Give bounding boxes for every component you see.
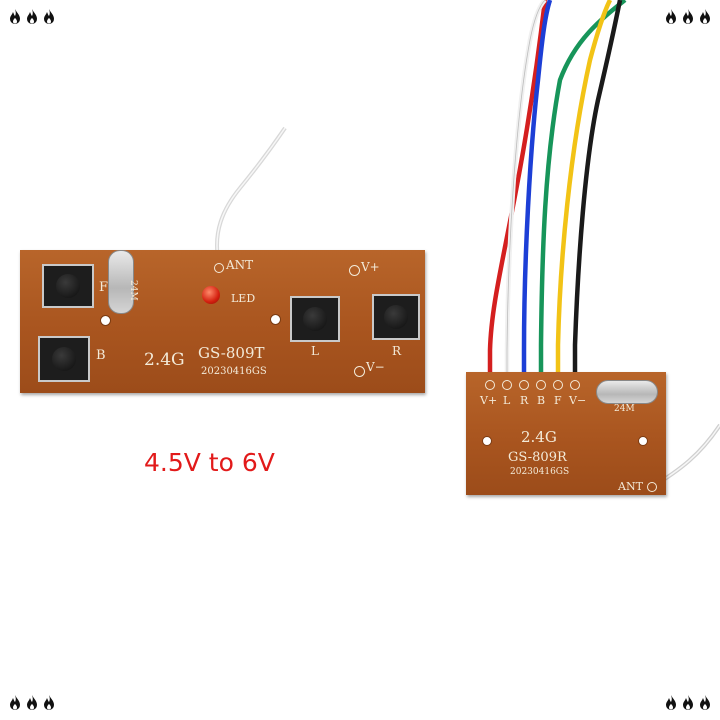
flame-icon xyxy=(666,9,676,24)
button-f-cap[interactable] xyxy=(56,274,80,298)
pin-label-r: R xyxy=(520,394,529,407)
pin-label-v-minus: V− xyxy=(569,394,587,407)
flame-icon xyxy=(44,695,54,710)
button-r[interactable] xyxy=(372,294,420,340)
transmitter-crystal xyxy=(108,250,134,314)
flame-icon xyxy=(44,9,54,24)
led-indicator xyxy=(202,286,220,304)
flame-icon xyxy=(27,9,37,24)
crystal-label: 24M xyxy=(128,280,138,301)
flame-icon xyxy=(666,695,676,710)
mounting-hole xyxy=(100,315,111,326)
button-l-cap[interactable] xyxy=(303,307,327,331)
corner-flames-top-right xyxy=(664,8,712,26)
pin-pad xyxy=(553,380,563,390)
receiver-crystal-label: 24M xyxy=(614,404,635,414)
pin-pad xyxy=(502,380,512,390)
transmitter-model: GS-809T xyxy=(198,344,265,362)
label-v-plus: V+ xyxy=(361,260,380,274)
flame-icon xyxy=(683,695,693,710)
flame-icon xyxy=(683,9,693,24)
pin-label-f: F xyxy=(554,394,562,407)
transmitter-frequency: 2.4G xyxy=(144,350,185,370)
receiver-date-code: 20230416GS xyxy=(510,467,570,477)
receiver-ant-pad xyxy=(647,482,657,492)
pin-pad xyxy=(536,380,546,390)
flame-icon xyxy=(10,695,20,710)
receiver-frequency: 2.4G xyxy=(521,428,557,446)
transmitter-board: F B 24M ANT LED V+ L R 2.4G GS-809T 2023… xyxy=(20,250,425,393)
transmitter-date-code: 20230416GS xyxy=(201,366,267,377)
flame-icon xyxy=(700,695,710,710)
label-l: L xyxy=(311,344,319,358)
ant-pad xyxy=(214,263,224,273)
v-minus-pad xyxy=(354,366,365,377)
corner-flames-top-left xyxy=(8,8,56,26)
transmitter-antenna-wire xyxy=(215,126,287,259)
pin-label-v-plus: V+ xyxy=(480,394,498,407)
label-b: B xyxy=(96,348,106,363)
pin-label-l: L xyxy=(503,394,511,407)
pin-pad xyxy=(519,380,529,390)
pin-pad xyxy=(485,380,495,390)
flame-icon xyxy=(700,9,710,24)
label-ant: ANT xyxy=(226,258,254,272)
label-v-minus: V− xyxy=(366,360,385,374)
button-r-cap[interactable] xyxy=(384,305,408,329)
label-r: R xyxy=(392,344,402,358)
v-plus-pad xyxy=(349,265,360,276)
flame-icon xyxy=(27,695,37,710)
receiver-label-ant: ANT xyxy=(618,480,643,493)
voltage-caption: 4.5V to 6V xyxy=(144,448,275,477)
wire-white-edge xyxy=(506,0,546,380)
wire-black xyxy=(572,0,623,380)
wire-green xyxy=(538,0,627,380)
mounting-hole xyxy=(270,314,281,325)
receiver-model: GS-809R xyxy=(508,450,567,465)
corner-flames-bottom-right xyxy=(664,694,712,712)
button-f[interactable] xyxy=(42,264,94,308)
label-led: LED xyxy=(231,292,256,305)
button-b[interactable] xyxy=(38,336,90,382)
receiver-board: V+ L R B F V− 24M 2.4G GS-809R 20230416G… xyxy=(466,372,666,495)
label-f: F xyxy=(99,280,109,295)
button-l[interactable] xyxy=(290,296,340,342)
pin-pad xyxy=(570,380,580,390)
wire-blue xyxy=(521,0,553,380)
wire-red xyxy=(487,0,548,380)
mounting-hole xyxy=(638,436,648,446)
button-b-cap[interactable] xyxy=(52,347,76,371)
receiver-crystal xyxy=(596,380,658,404)
flame-icon xyxy=(10,9,20,24)
pin-label-b: B xyxy=(537,394,546,407)
mounting-hole xyxy=(482,436,492,446)
corner-flames-bottom-left xyxy=(8,694,56,712)
wire-yellow xyxy=(555,0,613,380)
